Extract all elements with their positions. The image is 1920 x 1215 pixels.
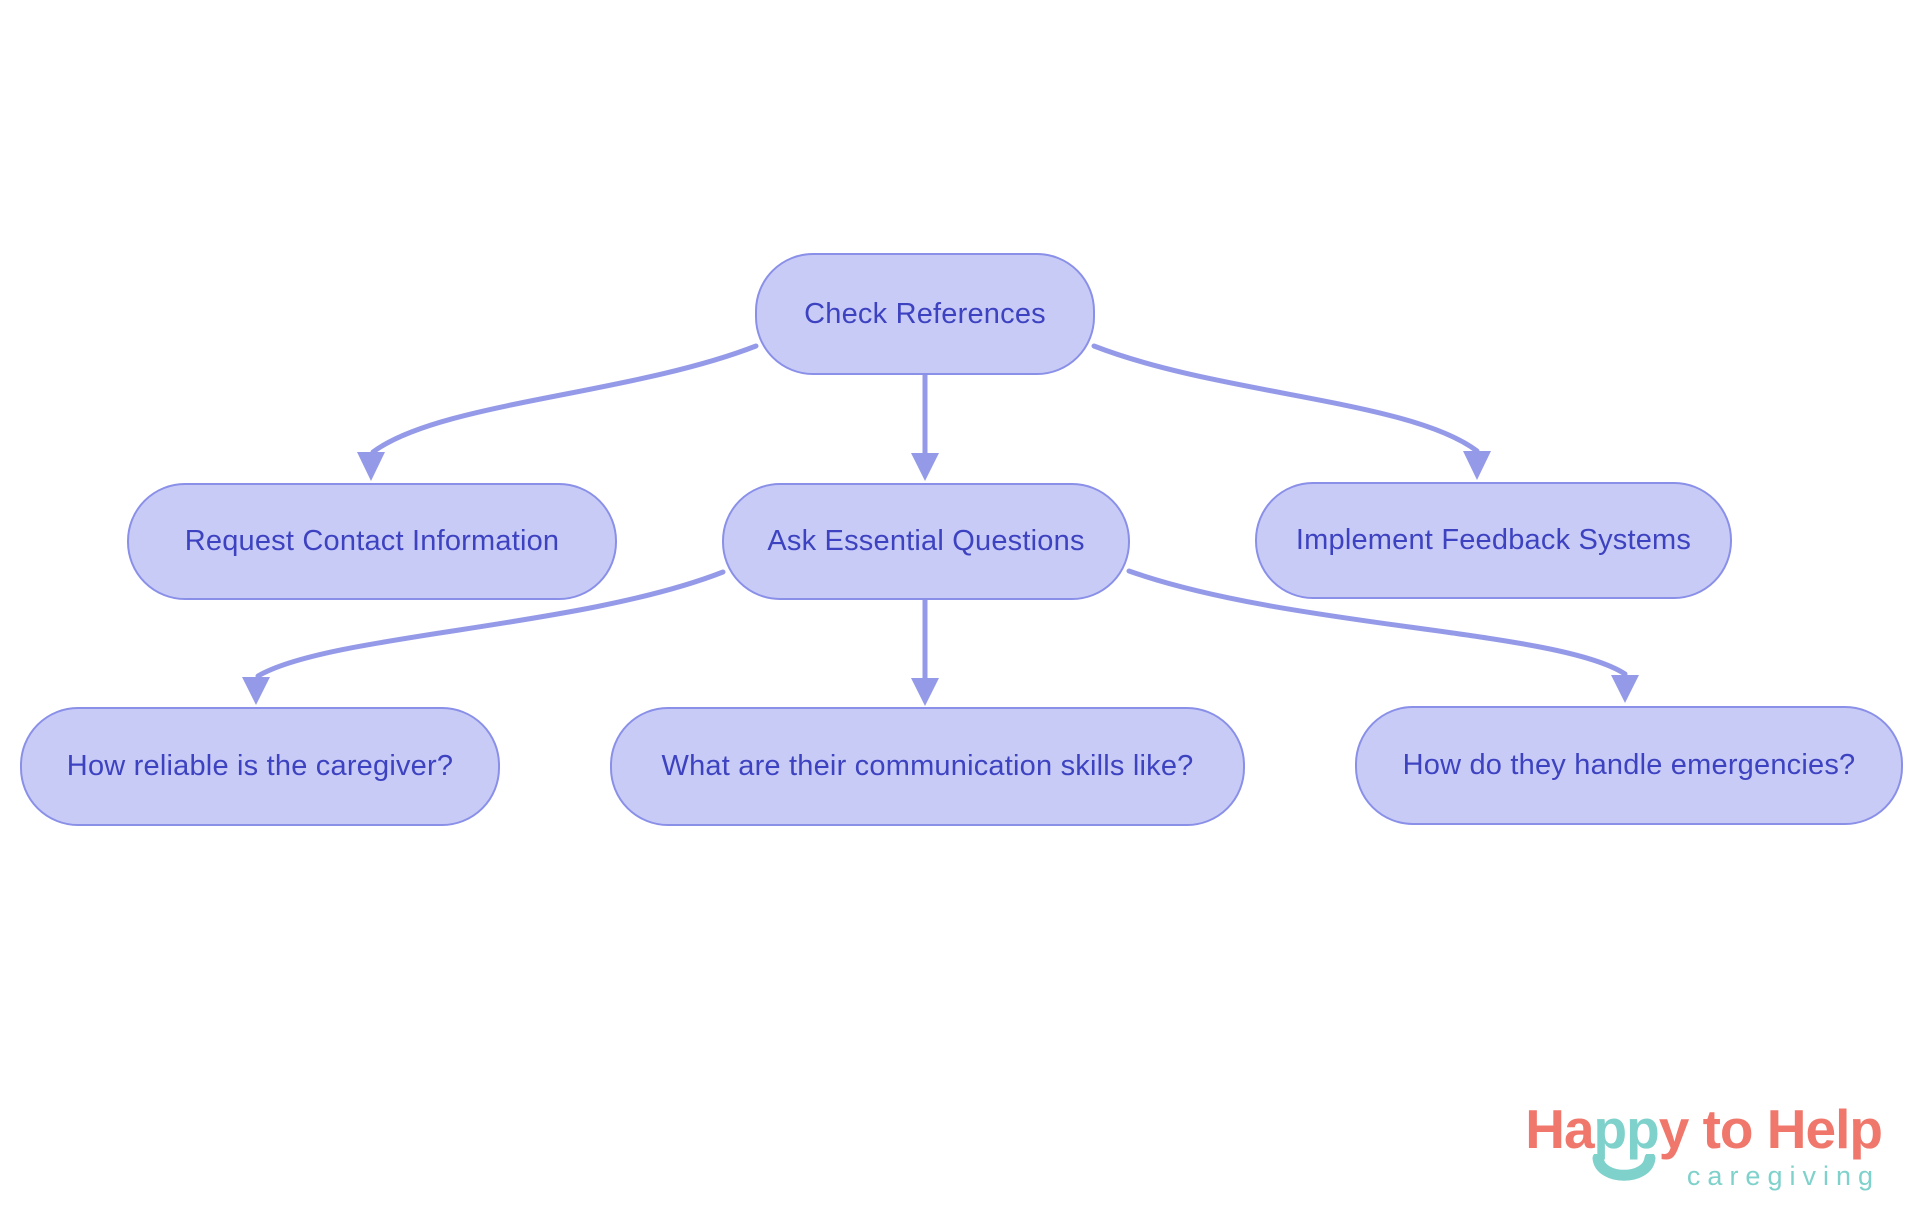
arrowhead-icon: [1611, 675, 1639, 703]
arrowhead-icon: [1463, 451, 1491, 480]
node-communication-skills: What are their communication skills like…: [610, 707, 1245, 826]
node-ask-essential-questions: Ask Essential Questions: [722, 483, 1130, 600]
node-label: Ask Essential Questions: [767, 525, 1085, 558]
node-how-reliable-caregiver: How reliable is the caregiver?: [20, 707, 500, 826]
logo-text-y-to-help: y to Help: [1658, 1098, 1883, 1160]
edge-ask-to-emergencies: [1126, 568, 1628, 677]
logo-tagline: caregiving: [1686, 1161, 1880, 1191]
arrowhead-icon: [911, 678, 939, 706]
node-label: How reliable is the caregiver?: [66, 750, 454, 783]
edge-check-to-request: [370, 343, 759, 455]
edge-ask-to-reliable: [255, 569, 726, 679]
smile-icon: [1592, 1154, 1656, 1181]
node-implement-feedback-systems: Implement Feedback Systems: [1255, 482, 1732, 599]
arrowhead-icon: [357, 452, 385, 481]
node-check-references: Check References: [755, 253, 1095, 375]
node-request-contact-information: Request Contact Information: [127, 483, 617, 600]
node-handle-emergencies: How do they handle emergencies?: [1355, 706, 1903, 825]
arrowhead-icon: [242, 677, 270, 705]
node-label: What are their communication skills like…: [661, 750, 1194, 783]
edge-check-to-implement: [1091, 343, 1480, 454]
node-label: Implement Feedback Systems: [1295, 524, 1692, 557]
arrowhead-icon: [911, 453, 939, 481]
node-label: Check References: [804, 297, 1046, 330]
node-label: How do they handle emergencies?: [1402, 749, 1856, 782]
node-label: Request Contact Information: [184, 525, 560, 558]
logo-text-ha: Ha: [1525, 1098, 1594, 1160]
logo-text-pp: pp: [1592, 1102, 1660, 1181]
